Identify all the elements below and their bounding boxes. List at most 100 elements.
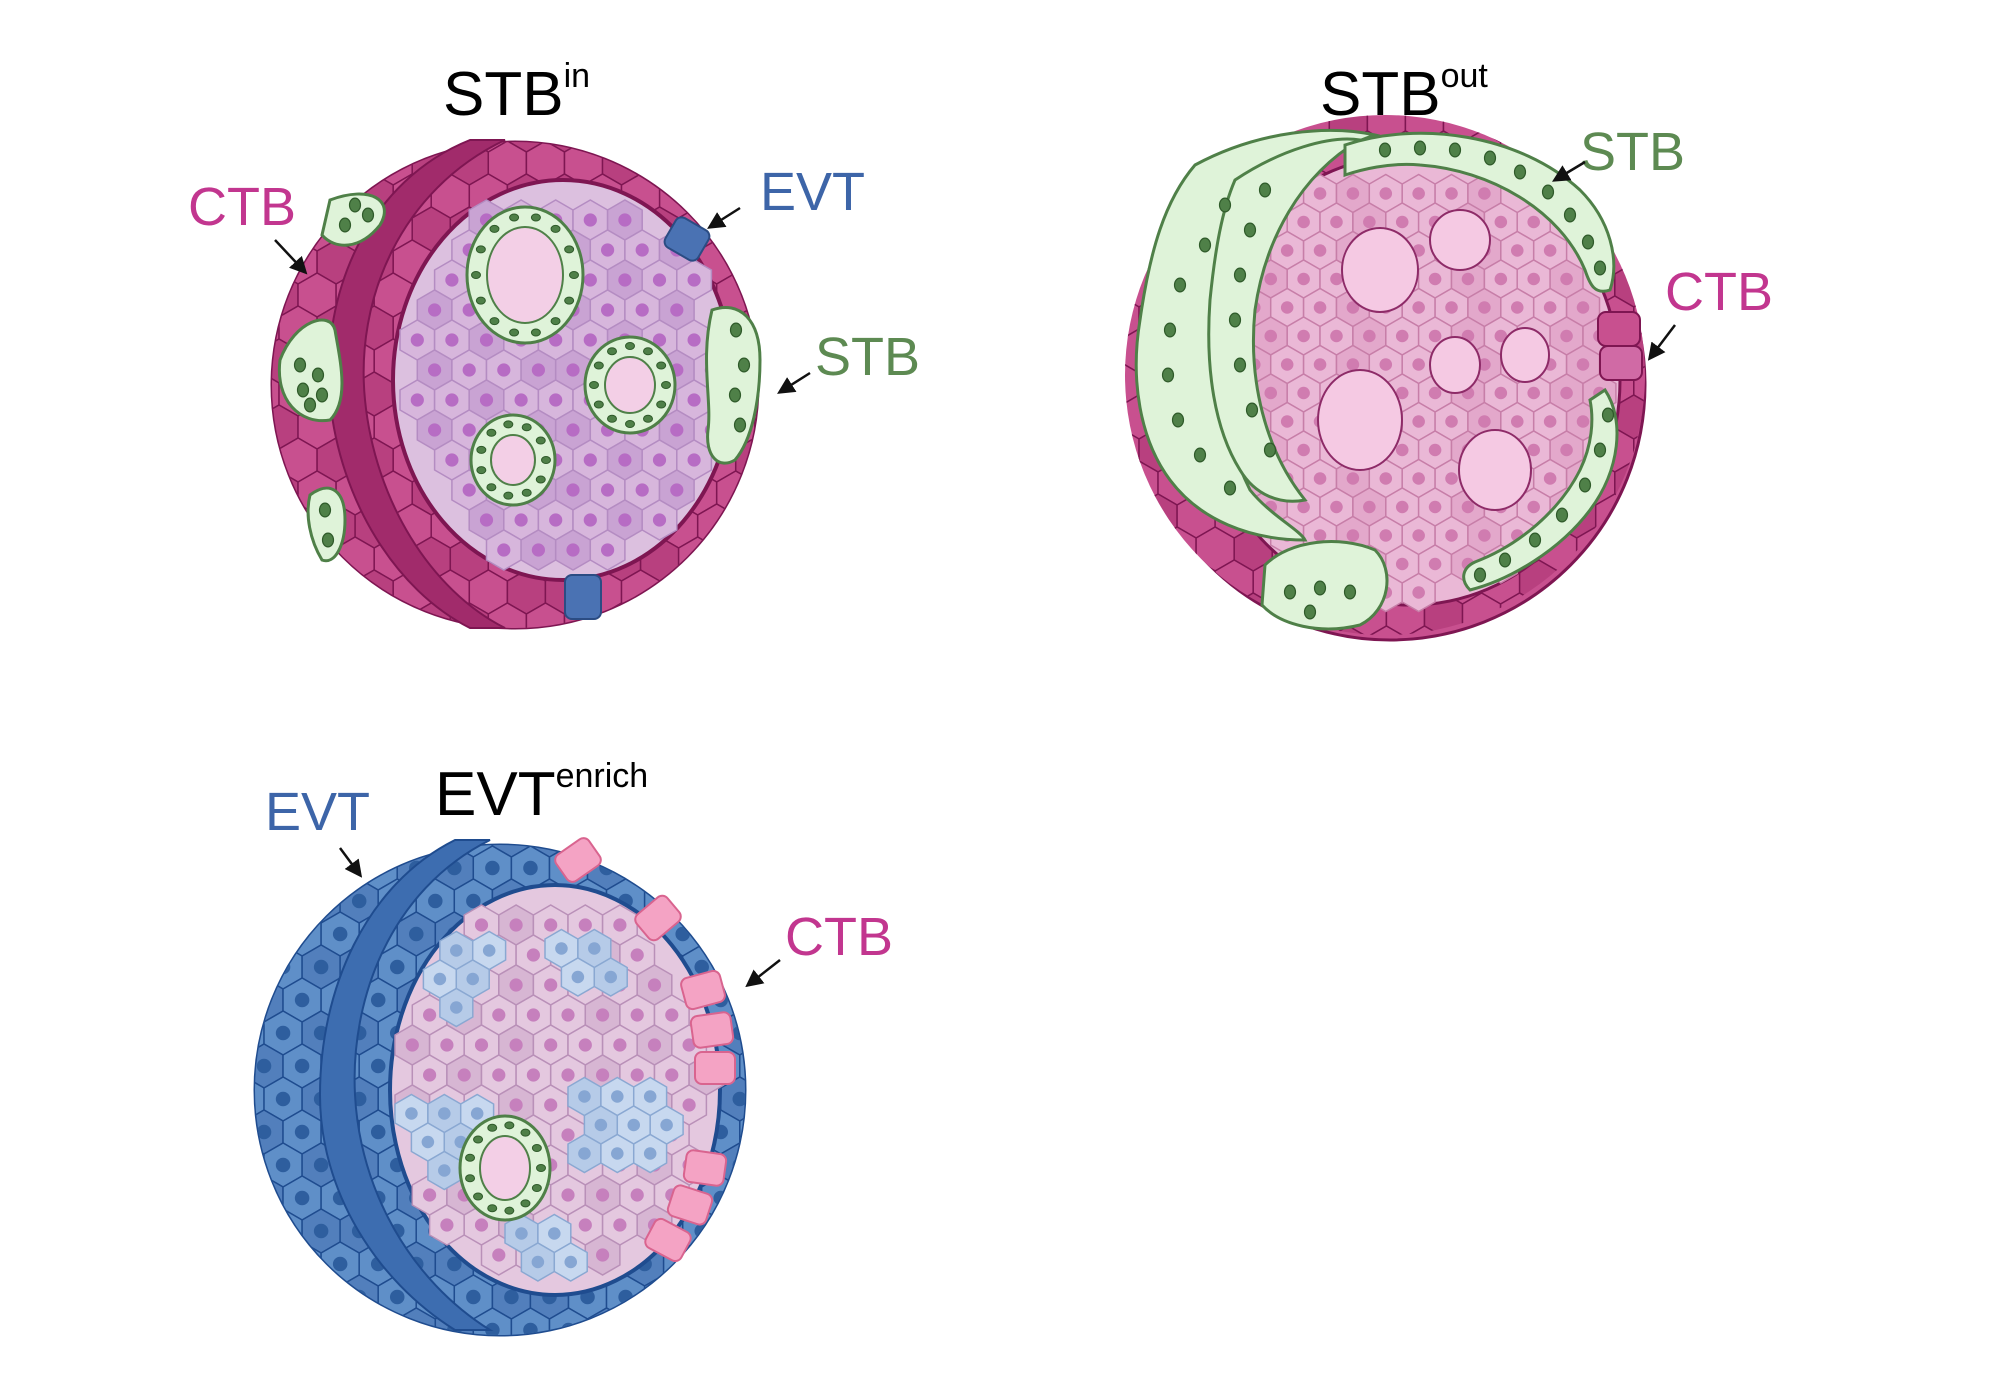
core-cell-nucleus (1395, 500, 1409, 514)
ctb-cell (272, 142, 280, 153)
core-cell-nucleus (1379, 187, 1393, 200)
ctb-cell (715, 602, 756, 628)
ctb-cell (1125, 559, 1140, 605)
stb-nucleus (531, 1183, 542, 1192)
core-cell-nucleus (647, 1038, 662, 1052)
evt-cell-nucleus (256, 1256, 272, 1272)
ctb-cell (715, 536, 756, 582)
stb-nucleus (536, 1164, 546, 1172)
arrow-ctb (274, 239, 308, 275)
evt-cell-nucleus (694, 893, 709, 909)
evt-cell-nucleus (713, 1322, 729, 1335)
stb-nucleus (656, 400, 667, 409)
core-cell-nucleus (1313, 529, 1327, 542)
stb-nucleus (535, 436, 546, 445)
stb-nucleus (530, 328, 541, 337)
stb-nucleus (531, 1144, 542, 1153)
core-cell-nucleus (561, 1188, 575, 1202)
evt-cell-nucleus (637, 860, 652, 876)
evt-cell (663, 216, 711, 262)
core-cell-nucleus (601, 243, 615, 257)
stb-nucleus (1593, 442, 1607, 458)
stb-nucleus (1581, 234, 1595, 250)
core-cell-nucleus (1412, 415, 1425, 428)
ctb-cell (715, 206, 756, 252)
evt-cell-nucleus (313, 893, 329, 909)
stb-nucleus (1228, 312, 1242, 328)
core-cell-nucleus (428, 363, 442, 377)
evt-cell (719, 845, 745, 858)
core-cell-nucleus (1445, 415, 1458, 428)
core-cell-nucleus (1527, 443, 1540, 457)
evt-cell (739, 911, 745, 957)
stb-nucleus (593, 400, 604, 409)
core-cell-nucleus (665, 1068, 679, 1082)
evt-cell (564, 574, 602, 620)
stb-nucleus (589, 381, 599, 389)
ctb-cell (696, 569, 737, 615)
stb-nucleus (733, 417, 747, 433)
core-cell-nucleus (462, 483, 476, 497)
core-cell-nucleus (687, 333, 701, 347)
evt-cell-nucleus (694, 959, 709, 975)
evt-cell-nucleus (294, 1058, 310, 1074)
ctb-cell (297, 602, 337, 628)
core-cell-nucleus (544, 918, 558, 932)
stb-nucleus (661, 381, 671, 389)
evt-cell (263, 1274, 303, 1320)
stb-nucleus (1528, 532, 1542, 548)
evt-core-cell-nucleus (438, 1107, 451, 1120)
ctb-cell (694, 1051, 736, 1085)
core-cell-nucleus (687, 393, 701, 407)
stb-nucleus (1223, 480, 1237, 496)
evt-cell-nucleus (656, 828, 671, 843)
core-cell-nucleus (531, 543, 546, 557)
vacuole (1341, 227, 1419, 313)
ctb-cell (680, 969, 726, 1011)
core-cell-nucleus (583, 213, 597, 227)
ctb-cell (734, 239, 758, 285)
panel-stb-out: STBout STB CTB (1125, 57, 1773, 642)
core-cell-nucleus (1264, 386, 1278, 400)
evt-core-cell-nucleus (515, 1227, 528, 1240)
arrow-ctb (745, 959, 781, 988)
ctb-cell (1599, 345, 1643, 381)
evt-cell-nucleus (370, 1124, 386, 1140)
evt-cell (739, 845, 745, 891)
core-cell-nucleus (1560, 443, 1573, 457)
core-cell-nucleus (1428, 386, 1442, 400)
ctb-cell (1176, 115, 1216, 143)
core-cell-nucleus (1478, 187, 1491, 200)
ctb-cell (272, 437, 280, 483)
core-cell-nucleus (1313, 358, 1327, 371)
core-cell-nucleus (1395, 386, 1409, 400)
core-cell-nucleus (1330, 215, 1343, 229)
core-cell-nucleus (1494, 329, 1508, 343)
stb-nucleus (1313, 580, 1327, 596)
evt-cell-nucleus (428, 828, 443, 843)
core-cell-nucleus (630, 1008, 644, 1022)
label-stb: STB (1580, 122, 1685, 182)
ctb-cell (754, 470, 758, 516)
label-ctb: CTB (1665, 262, 1773, 322)
evt-cell-nucleus (238, 894, 253, 909)
ctb-cell (278, 142, 318, 153)
core-cell-nucleus (1297, 443, 1310, 457)
stb-nucleus (487, 1204, 498, 1213)
evt-cell (358, 1307, 399, 1335)
core-cell-nucleus (1560, 386, 1573, 400)
ctb-cell (1138, 559, 1178, 605)
evt-cell-nucleus (275, 1091, 291, 1107)
ctb-cell (1125, 493, 1140, 539)
stb-nucleus (1161, 367, 1175, 383)
ctb-cell (1575, 592, 1616, 635)
stb-nucleus (656, 361, 667, 370)
ctb-cell (297, 142, 337, 186)
evt-cell-nucleus (238, 1158, 253, 1173)
ctb-cell (335, 602, 375, 628)
core-cell-nucleus (1412, 529, 1425, 542)
core-cell-nucleus (1412, 187, 1425, 200)
ctb-cell (658, 142, 699, 153)
ctb-cell (1125, 592, 1159, 635)
core-cell-nucleus (601, 543, 615, 557)
